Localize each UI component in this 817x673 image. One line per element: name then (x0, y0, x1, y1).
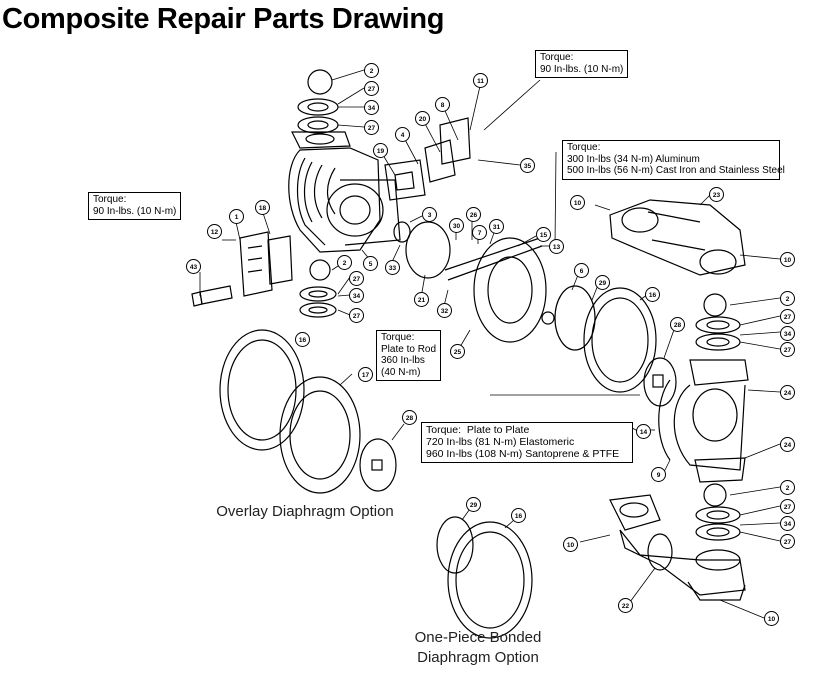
part-number-balloon: 2 (364, 63, 379, 78)
left-ball-check-group (297, 69, 339, 134)
part-number-balloon: 18 (255, 200, 270, 215)
part-number-balloon: 6 (574, 263, 589, 278)
part-number-balloon: 5 (363, 256, 378, 271)
part-number-balloon: 29 (595, 275, 610, 290)
torque-value-santoprene: 960 In-lbs (108 N-m) Santoprene & PTFE (426, 448, 620, 460)
part-number-balloon: 27 (349, 271, 364, 286)
right-ball-check-group (695, 293, 741, 351)
part-number-balloon: 30 (449, 218, 464, 233)
part-number-balloon: 2 (337, 255, 352, 270)
part-number-balloon: 10 (764, 611, 779, 626)
torque-label: Torque: (381, 332, 415, 343)
part-number-balloon: 11 (473, 73, 488, 88)
part-number-balloon: 31 (489, 219, 504, 234)
part-number-balloon: 15 (536, 227, 551, 242)
lower-right-ball-group (695, 483, 741, 541)
bottom-manifold (609, 494, 746, 601)
part-number-balloon: 24 (780, 385, 795, 400)
torque-box-top: Torque: 90 In-lbs. (10 N-m) (535, 50, 629, 78)
part-number-balloon: 25 (450, 344, 465, 359)
part-number-balloon: 16 (645, 287, 660, 302)
part-number-balloon: 27 (780, 309, 795, 324)
left-pump-body (288, 131, 401, 253)
overlay-diaphragm-group (219, 329, 397, 494)
left-bottom-ball-group (299, 259, 337, 318)
part-number-balloon: 1 (229, 209, 244, 224)
part-number-balloon: 29 (466, 497, 481, 512)
torque-value-aluminum: 300 In-lbs (34 N-m) Aluminum (567, 153, 700, 165)
torque-value-cast-iron: 500 In-lbs (56 N-m) Cast Iron and Stainl… (567, 165, 785, 176)
torque-desc: Plate to Rod (381, 343, 437, 355)
pilot-valve-group (384, 117, 471, 201)
part-number-balloon: 13 (549, 239, 564, 254)
part-number-balloon: 9 (651, 467, 666, 482)
part-number-balloon: 28 (402, 410, 417, 425)
part-number-balloon: 7 (472, 225, 487, 240)
bonded-diaphragm-group (436, 516, 533, 639)
torque-value: 90 In-lbs. (10 N-m) (93, 205, 177, 217)
torque-box-left: Torque: 90 In-lbs. (10 N-m) (88, 192, 182, 220)
torque-label: Torque: (93, 194, 127, 205)
part-number-balloon: 19 (373, 143, 388, 158)
part-number-balloon: 10 (570, 195, 585, 210)
part-number-balloon: 34 (780, 516, 795, 531)
part-number-balloon: 10 (563, 537, 578, 552)
overlay-diaphragm-caption: Overlay Diaphragm Option (216, 503, 394, 520)
torque-value-metric: (40 N-m) (381, 366, 421, 378)
part-number-balloon: 8 (435, 97, 450, 112)
torque-box-plate-to-plate: Torque: Plate to Plate 720 In-lbs (81 N-… (421, 422, 633, 463)
page-title: Composite Repair Parts Drawing (2, 3, 445, 35)
bonded-caption-line2: Diaphragm Option (417, 649, 539, 666)
right-pump-body (658, 359, 749, 483)
torque-value-elastomeric: 720 In-lbs (81 N-m) Elastomeric (426, 436, 575, 448)
torque-label: Torque: (540, 52, 574, 63)
part-number-balloon: 27 (780, 499, 795, 514)
part-number-balloon: 26 (466, 207, 481, 222)
part-number-balloon: 34 (364, 100, 379, 115)
torque-value: 360 In-lbs (381, 355, 425, 366)
shaft-and-plates (393, 221, 596, 351)
part-number-balloon: 27 (364, 81, 379, 96)
part-number-balloon: 12 (207, 224, 222, 239)
part-number-balloon: 34 (349, 288, 364, 303)
part-number-balloon: 24 (780, 437, 795, 452)
part-number-balloon: 20 (415, 111, 430, 126)
part-number-balloon: 2 (780, 291, 795, 306)
torque-value: 90 In-lbs. (10 N-m) (540, 63, 624, 75)
part-number-balloon: 10 (780, 252, 795, 267)
left-air-valve (191, 231, 293, 307)
torque-label: Torque: Plate to Plate (426, 424, 530, 436)
part-number-balloon: 16 (511, 508, 526, 523)
part-number-balloon: 34 (780, 326, 795, 341)
bonded-diaphragm-caption: One-Piece Bonded Diaphragm Option (386, 628, 570, 668)
part-number-balloon: 22 (618, 598, 633, 613)
top-manifold (609, 199, 746, 276)
torque-box-plate-to-rod: Torque: Plate to Rod 360 In-lbs (40 N-m) (376, 330, 442, 381)
part-number-balloon: 3 (422, 207, 437, 222)
part-number-balloon: 27 (780, 534, 795, 549)
part-number-balloon: 16 (295, 332, 310, 347)
part-number-balloon: 35 (520, 158, 535, 173)
part-number-balloon: 21 (414, 292, 429, 307)
torque-box-manifold: Torque: 300 In-lbs (34 N-m) Aluminum 500… (562, 140, 785, 180)
leader-lines (199, 69, 781, 619)
part-number-balloon: 23 (709, 187, 724, 202)
part-number-balloon: 43 (186, 259, 201, 274)
part-number-balloon: 27 (349, 308, 364, 323)
part-number-balloon: 14 (636, 424, 651, 439)
part-number-balloon: 27 (780, 342, 795, 357)
part-number-balloon: 17 (358, 367, 373, 382)
part-number-balloon: 28 (670, 317, 685, 332)
part-number-balloon: 32 (437, 303, 452, 318)
right-diaphragms (583, 287, 677, 407)
bonded-caption-line1: One-Piece Bonded (414, 629, 542, 646)
part-number-balloon: 4 (395, 127, 410, 142)
part-number-balloon: 33 (385, 260, 400, 275)
torque-label: Torque: (567, 142, 601, 153)
part-number-balloon: 27 (364, 120, 379, 135)
part-number-balloon: 2 (780, 480, 795, 495)
